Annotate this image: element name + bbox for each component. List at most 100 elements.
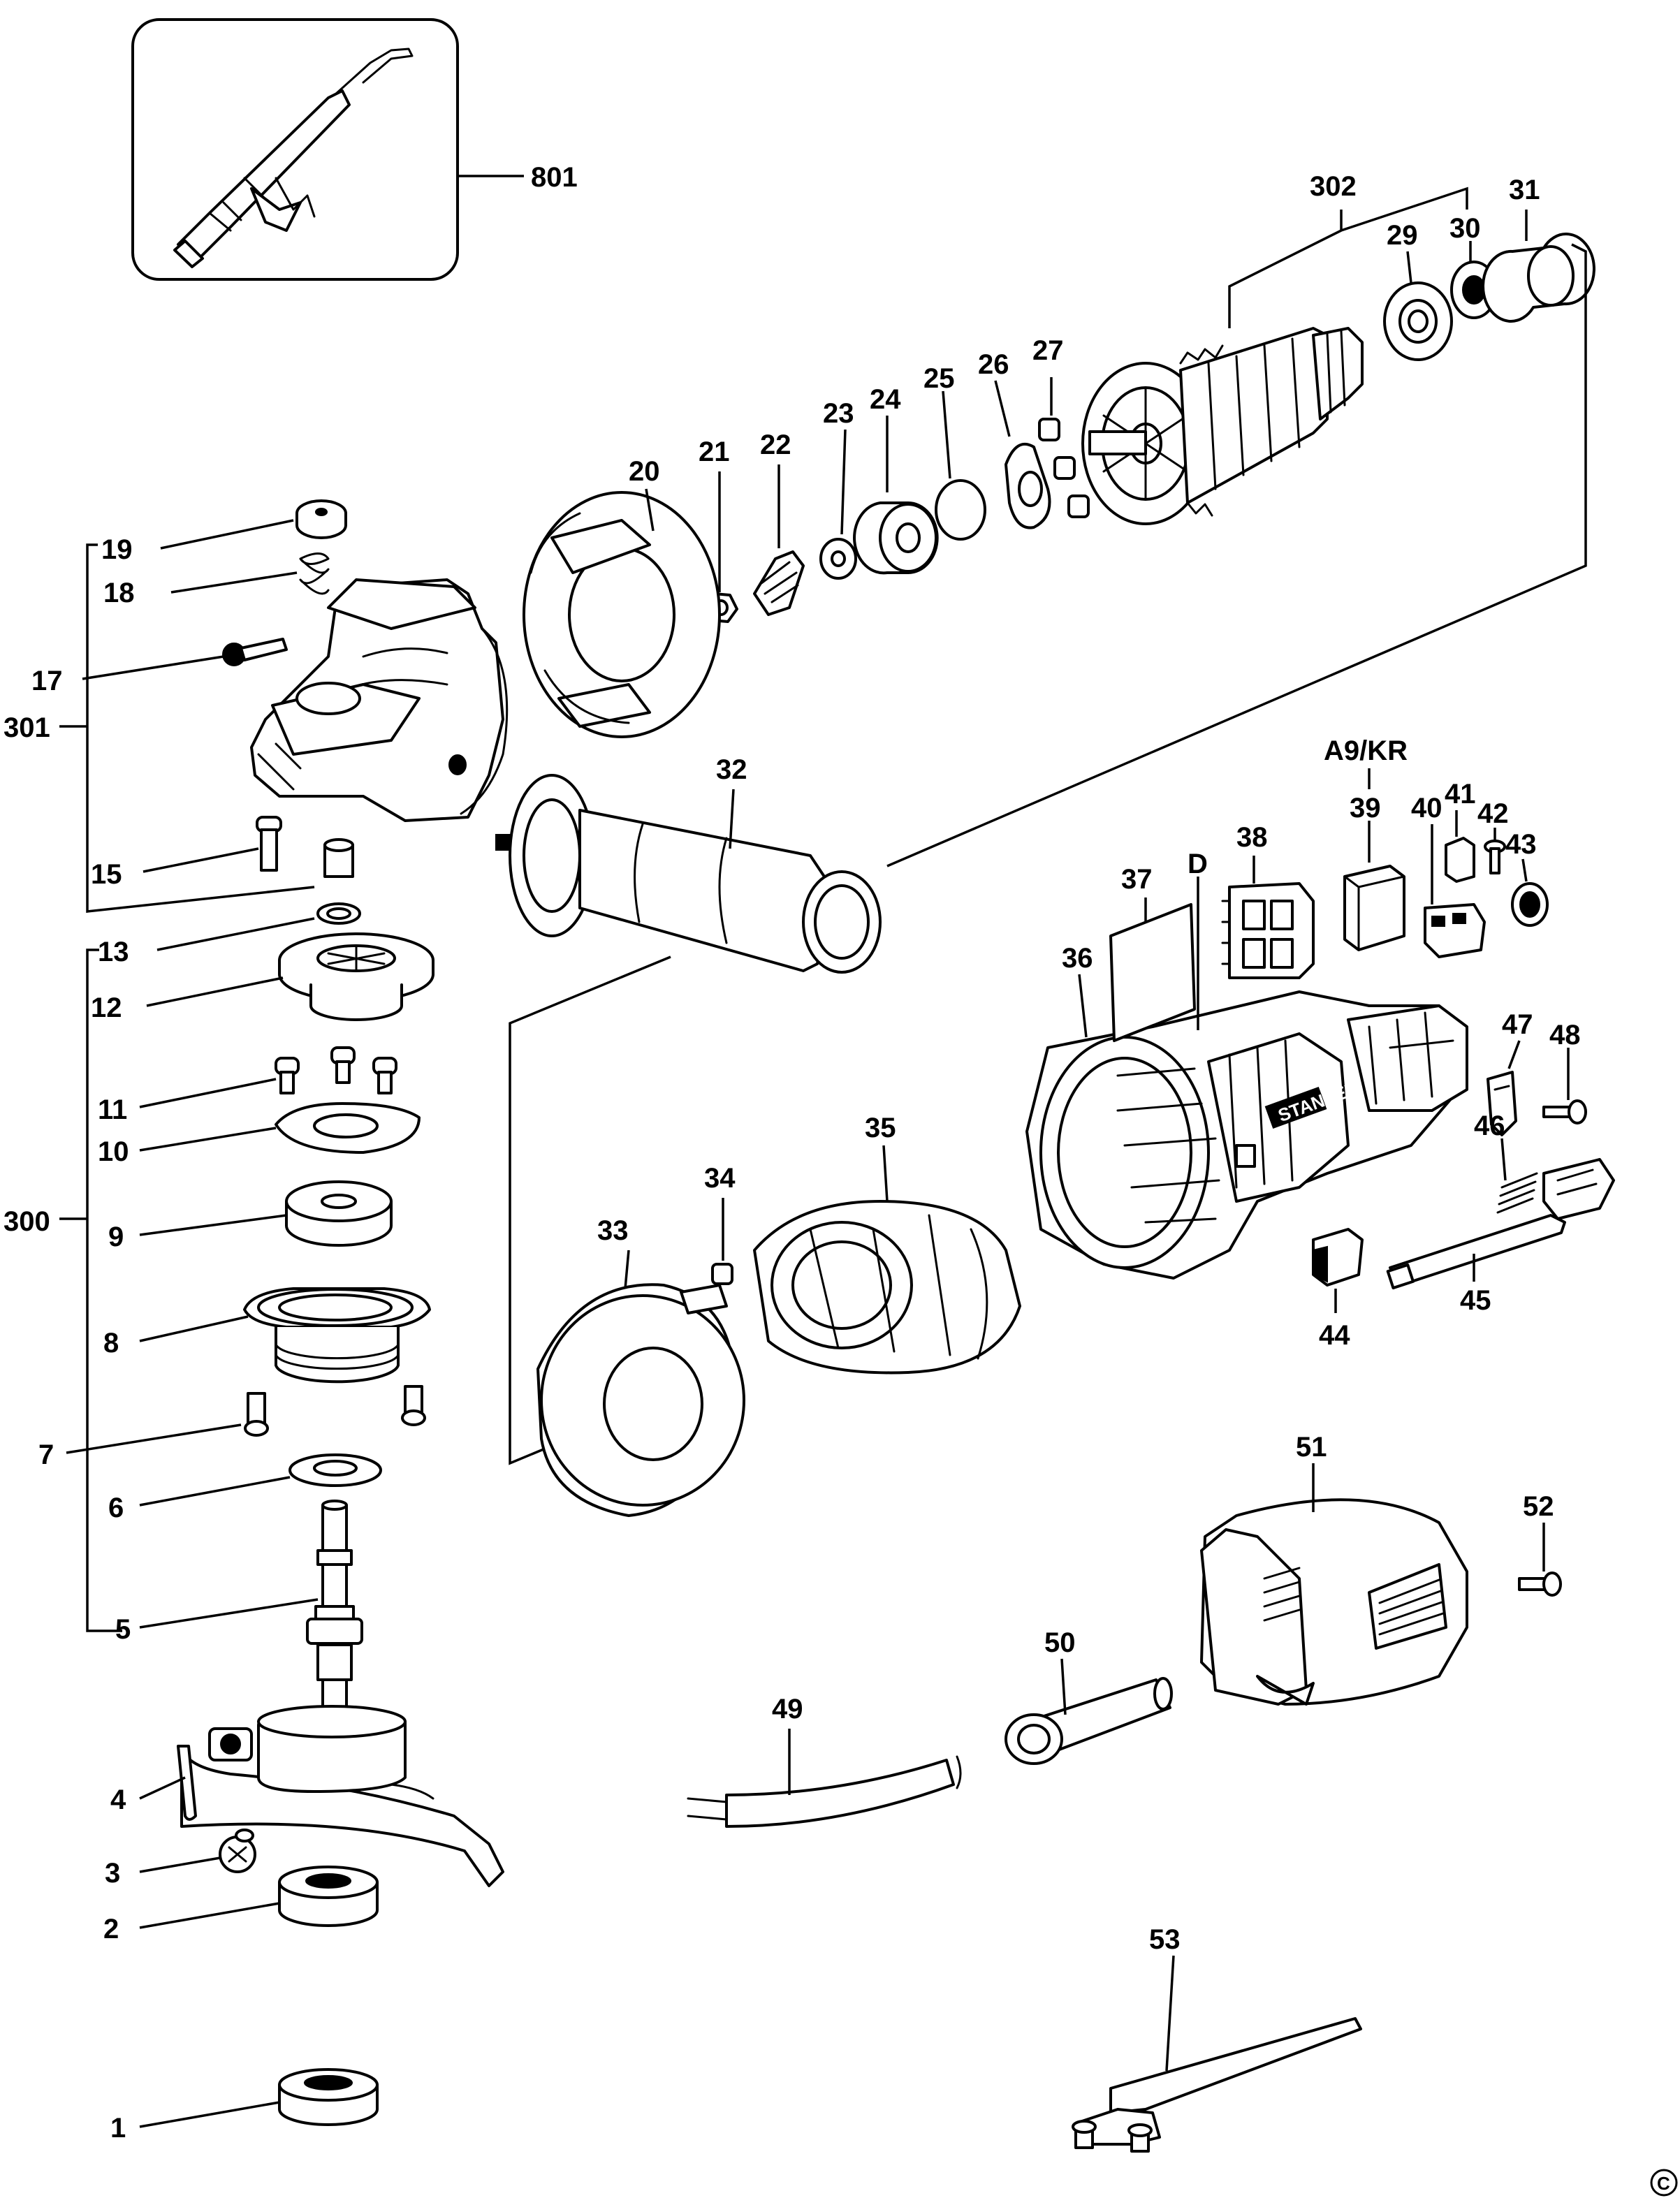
label-11: 11 <box>98 1094 127 1125</box>
label-34: 34 <box>704 1163 736 1194</box>
label-23: 23 <box>823 398 854 429</box>
gear-case-301 <box>250 578 509 822</box>
terminal-40 <box>1424 903 1486 958</box>
label-22: 22 <box>760 430 791 460</box>
flange-12 <box>278 932 434 1021</box>
label-6: 6 <box>108 1493 124 1523</box>
module-39 <box>1343 865 1405 951</box>
cord-protector-50 <box>1005 1677 1173 1765</box>
copyright-symbol: © <box>0 0 1 1</box>
label-43: 43 <box>1505 829 1537 860</box>
screw-42 <box>1484 840 1506 874</box>
label-17: 17 <box>31 666 63 696</box>
screws-7 <box>244 1385 426 1437</box>
label-51: 51 <box>1296 1432 1327 1463</box>
label-52: 52 <box>1523 1491 1554 1522</box>
label-4: 4 <box>110 1785 126 1815</box>
spring-46 <box>1496 1172 1538 1214</box>
bearing-9 <box>285 1180 393 1247</box>
bearing-24 <box>853 501 939 575</box>
label-30: 30 <box>1449 213 1481 244</box>
field-35 <box>753 1200 1021 1375</box>
label-25: 25 <box>923 363 955 394</box>
label-3: 3 <box>105 1858 120 1889</box>
screw-17 <box>222 638 288 666</box>
screws-27 <box>1038 418 1090 518</box>
label-33: 33 <box>597 1215 629 1246</box>
label-47: 47 <box>1502 1009 1533 1040</box>
switch-button-44 <box>1312 1228 1364 1287</box>
label-44: 44 <box>1319 1320 1350 1351</box>
screws-11 <box>275 1046 397 1094</box>
flange-nut-2 <box>278 1866 379 1927</box>
label-48: 48 <box>1549 1020 1581 1050</box>
label-36: 36 <box>1062 943 1093 974</box>
label-300: 300 <box>3 1206 50 1237</box>
label-2: 2 <box>103 1914 119 1944</box>
side-handle-32 <box>495 774 882 974</box>
spindle-5 <box>306 1500 363 1716</box>
rear-cover-51 <box>1200 1498 1468 1706</box>
label-39: 39 <box>1350 793 1381 823</box>
circlip-13 <box>316 902 361 925</box>
label-18: 18 <box>103 578 135 608</box>
label-9: 9 <box>108 1222 124 1252</box>
bearing-29 <box>1383 281 1453 361</box>
label-35: 35 <box>865 1113 896 1143</box>
label-26: 26 <box>978 349 1009 380</box>
switch-slider-45 <box>1386 1158 1615 1290</box>
label-plate-37 <box>1109 903 1196 1042</box>
label-5: 5 <box>115 1614 131 1645</box>
label-49: 49 <box>772 1694 803 1724</box>
ring-31 <box>1482 233 1595 323</box>
baffle-33 <box>536 1283 745 1517</box>
screw-52 <box>1518 1571 1562 1597</box>
label-7: 7 <box>38 1439 54 1470</box>
housing-flange-8 <box>243 1287 431 1384</box>
washer-23 <box>819 538 857 580</box>
cord-49 <box>687 1755 962 1828</box>
label-301: 301 <box>3 712 50 743</box>
switch-38 <box>1221 882 1315 979</box>
pin-34 <box>711 1263 733 1285</box>
label-40: 40 <box>1411 793 1442 823</box>
plate-26 <box>1005 442 1051 529</box>
screw-3 <box>219 1829 256 1873</box>
disc-43 <box>1511 882 1549 927</box>
label-29: 29 <box>1387 220 1418 251</box>
label-19: 19 <box>101 534 133 565</box>
bearing-plate-20 <box>523 491 721 738</box>
label-27: 27 <box>1032 335 1064 366</box>
label-50: 50 <box>1044 1627 1076 1658</box>
plate-10 <box>275 1102 421 1154</box>
label-20: 20 <box>629 456 660 487</box>
label-13: 13 <box>98 937 129 967</box>
label-12: 12 <box>91 992 122 1023</box>
grease-gun-inset <box>131 18 459 281</box>
spanner-53 <box>1072 2017 1362 2153</box>
label-801: 801 <box>531 162 578 193</box>
label-53: 53 <box>1149 1924 1181 1955</box>
pin-15 <box>256 816 354 878</box>
label-1: 1 <box>110 2113 126 2144</box>
screw-48 <box>1542 1099 1587 1124</box>
label-15: 15 <box>91 859 122 890</box>
label-46: 46 <box>1474 1111 1505 1141</box>
label-D: D <box>1188 849 1208 879</box>
motor-housing-36: STANLEY <box>1025 990 1468 1280</box>
label-45: 45 <box>1460 1285 1491 1316</box>
nut-1 <box>278 2068 379 2126</box>
spring-18 <box>299 552 330 595</box>
label-37: 37 <box>1121 864 1153 895</box>
pinion-gear-22 <box>753 550 805 616</box>
copyright-mark: C <box>1657 2173 1670 2194</box>
label-38: 38 <box>1236 822 1268 853</box>
label-41: 41 <box>1445 779 1476 809</box>
label-21: 21 <box>699 437 730 467</box>
cap-19 <box>295 499 347 539</box>
label-42: 42 <box>1477 798 1509 829</box>
label-8: 8 <box>103 1328 119 1358</box>
label-A9KR: A9/KR <box>1324 735 1408 766</box>
armature-302 <box>1081 327 1364 525</box>
